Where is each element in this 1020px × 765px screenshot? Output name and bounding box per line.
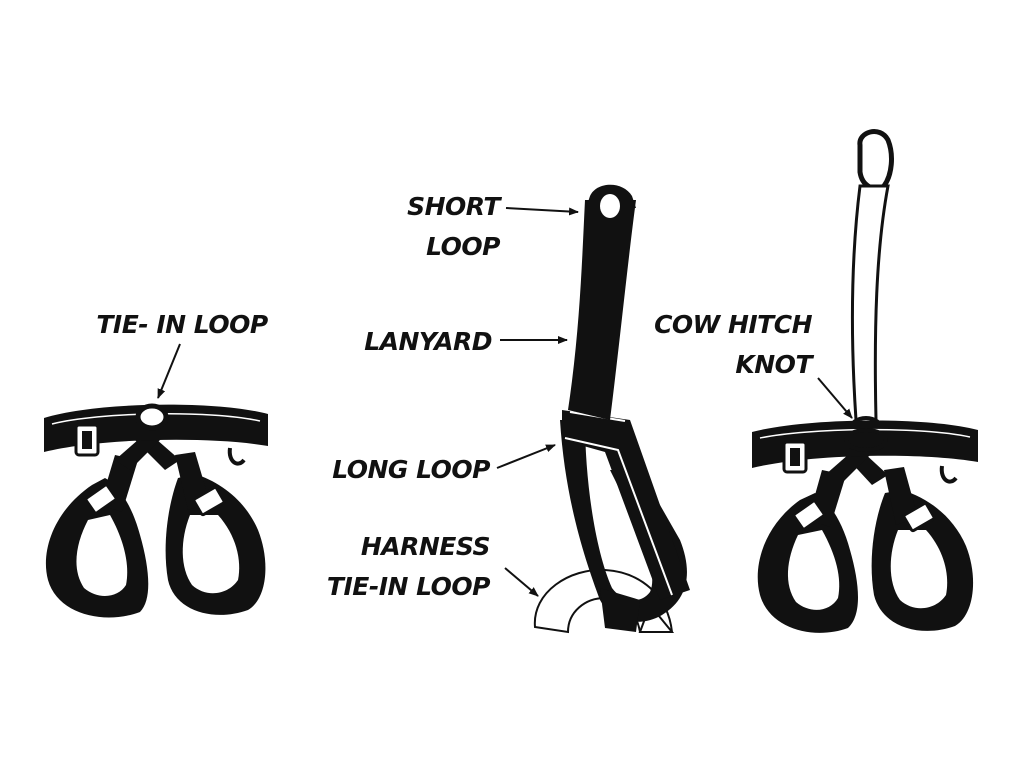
label-tie-in-loop-text: TIE- IN LOOP [96,310,267,339]
arrow-short-loop [505,207,579,216]
label-long-loop-text: LONG LOOP [332,455,490,484]
label-short-loop-line1: SHORT [407,192,502,221]
label-harness-tie-in-line1: HARNESS [361,532,490,561]
arrow-tie-in-loop [157,343,181,399]
label-short-loop: SHORT LOOP [407,192,579,261]
label-harness-tie-in-line2: TIE-IN LOOP [327,572,490,601]
arrow-cow-hitch-knot [817,377,853,419]
label-cow-hitch-line1: COW HITCH [654,310,813,339]
lanyard-strap [568,200,636,420]
harness-left [44,403,268,618]
arrow-long-loop [496,444,556,469]
label-short-loop-line2: LOOP [426,232,500,261]
lanyard-attached [851,184,890,422]
label-lanyard: LANYARD [364,327,568,356]
carabiner [857,129,894,191]
label-long-loop: LONG LOOP [332,444,556,484]
label-harness-tie-in-loop: HARNESS TIE-IN LOOP [327,532,539,601]
lanyard-assembly [533,184,690,634]
harness-left-tie-in-loop [135,403,169,431]
arrow-harness-tie-in-loop [504,567,539,597]
harness-right [752,129,978,633]
label-lanyard-text: LANYARD [364,327,492,356]
label-cow-hitch-line2: KNOT [735,350,814,379]
label-tie-in-loop: TIE- IN LOOP [96,310,268,399]
label-cow-hitch-knot: COW HITCH KNOT [654,310,853,419]
